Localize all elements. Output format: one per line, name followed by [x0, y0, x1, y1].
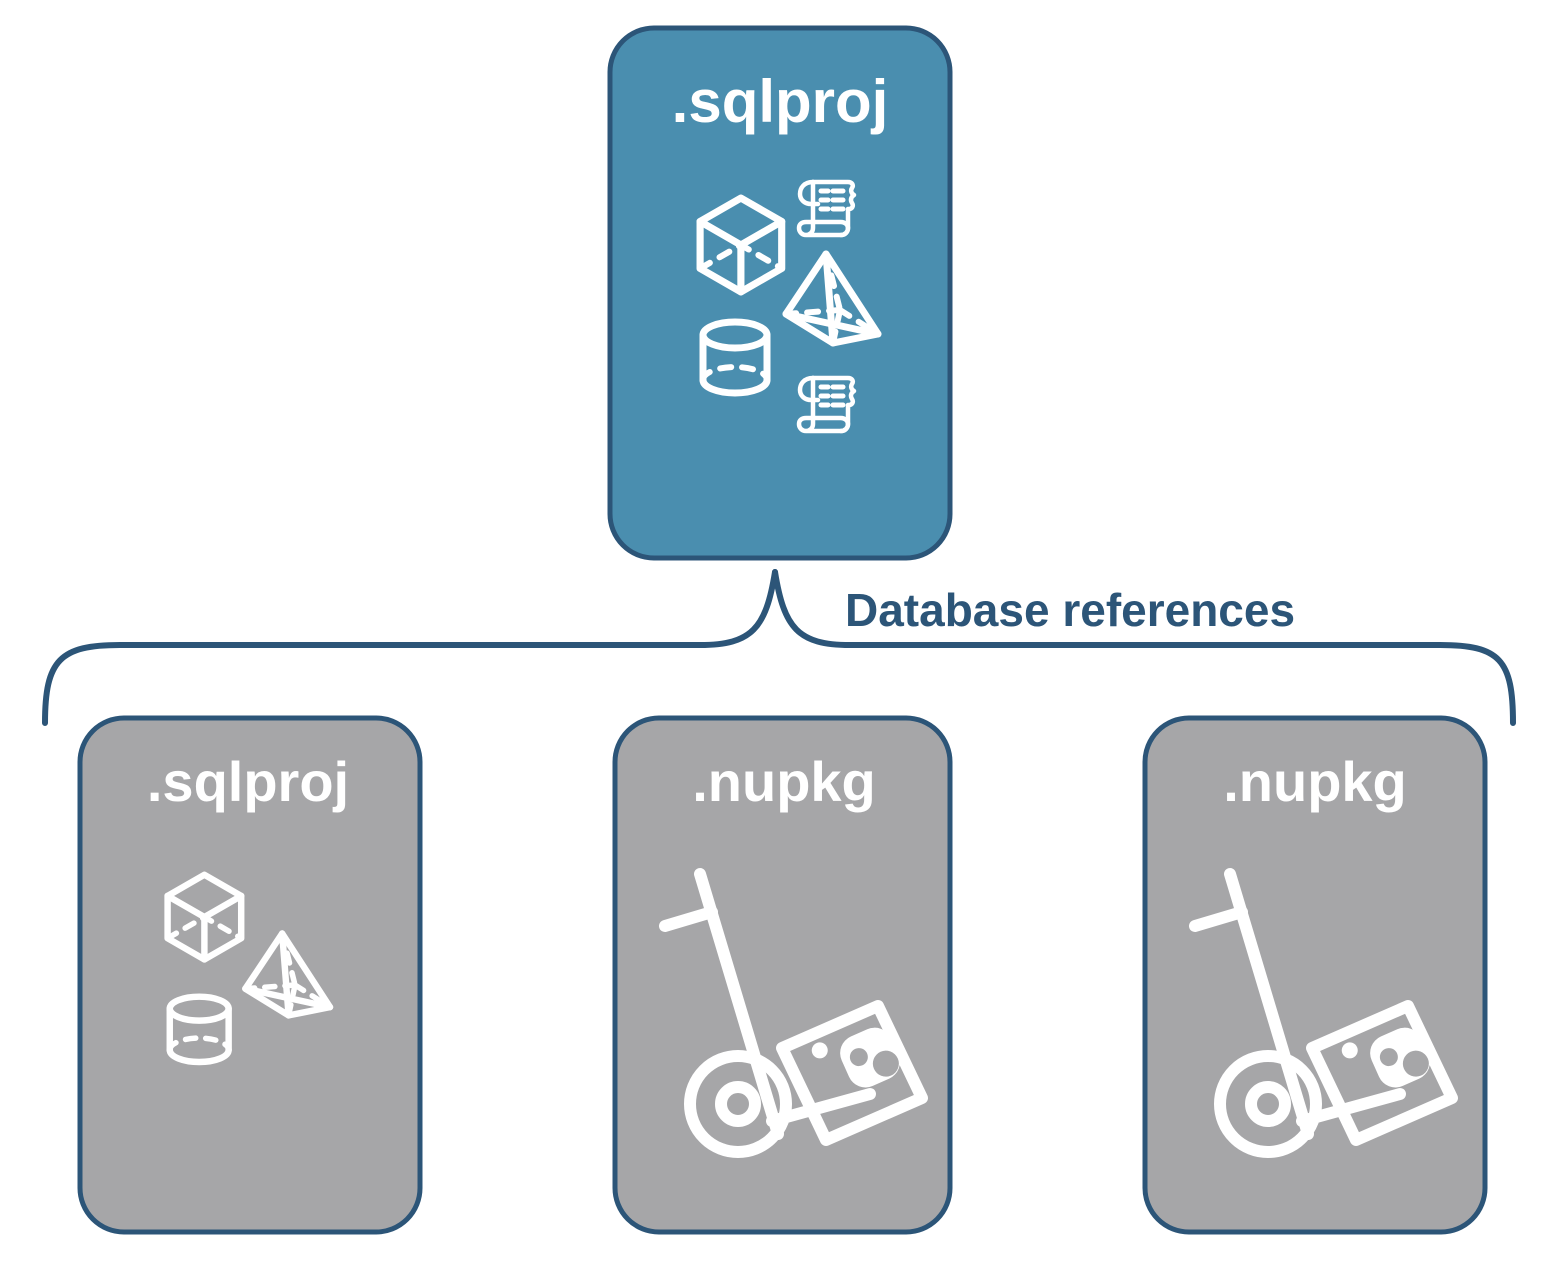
cylinder-icon	[699, 318, 771, 397]
hand-truck-package-icon	[659, 868, 928, 1158]
child-nupkg-1-box[interactable]	[612, 715, 953, 1235]
root-node-box[interactable]	[607, 25, 953, 561]
child-sqlproj-box[interactable]	[77, 715, 423, 1235]
cube-icon	[696, 194, 786, 296]
child-nupkg-1-label: .nupkg	[692, 750, 876, 813]
brace-left-path	[42, 569, 778, 726]
scroll-icon	[796, 375, 857, 434]
brace-right-path	[772, 569, 1516, 726]
cylinder-icon	[166, 993, 232, 1066]
node-root-sqlproj[interactable]: .sqlproj	[607, 25, 953, 561]
child-sqlproj-label: .sqlproj	[147, 750, 349, 813]
cube-icon	[164, 871, 245, 963]
scroll-icon	[796, 179, 857, 238]
child-nupkg-2-box[interactable]	[1142, 715, 1488, 1235]
node-child-nupkg-2[interactable]: .nupkg	[1142, 715, 1488, 1235]
node-child-nupkg-1[interactable]: .nupkg	[612, 715, 953, 1235]
root-node-label: .sqlproj	[672, 68, 889, 135]
hand-truck-package-icon	[1189, 868, 1458, 1158]
node-child-sqlproj[interactable]: .sqlproj	[77, 715, 423, 1235]
brace-label-database-references: Database references	[845, 584, 1295, 636]
pyramid-icon	[782, 250, 882, 347]
child-nupkg-2-label: .nupkg	[1223, 750, 1407, 813]
brace-connector	[42, 569, 1516, 726]
pyramid-icon	[242, 930, 334, 1019]
